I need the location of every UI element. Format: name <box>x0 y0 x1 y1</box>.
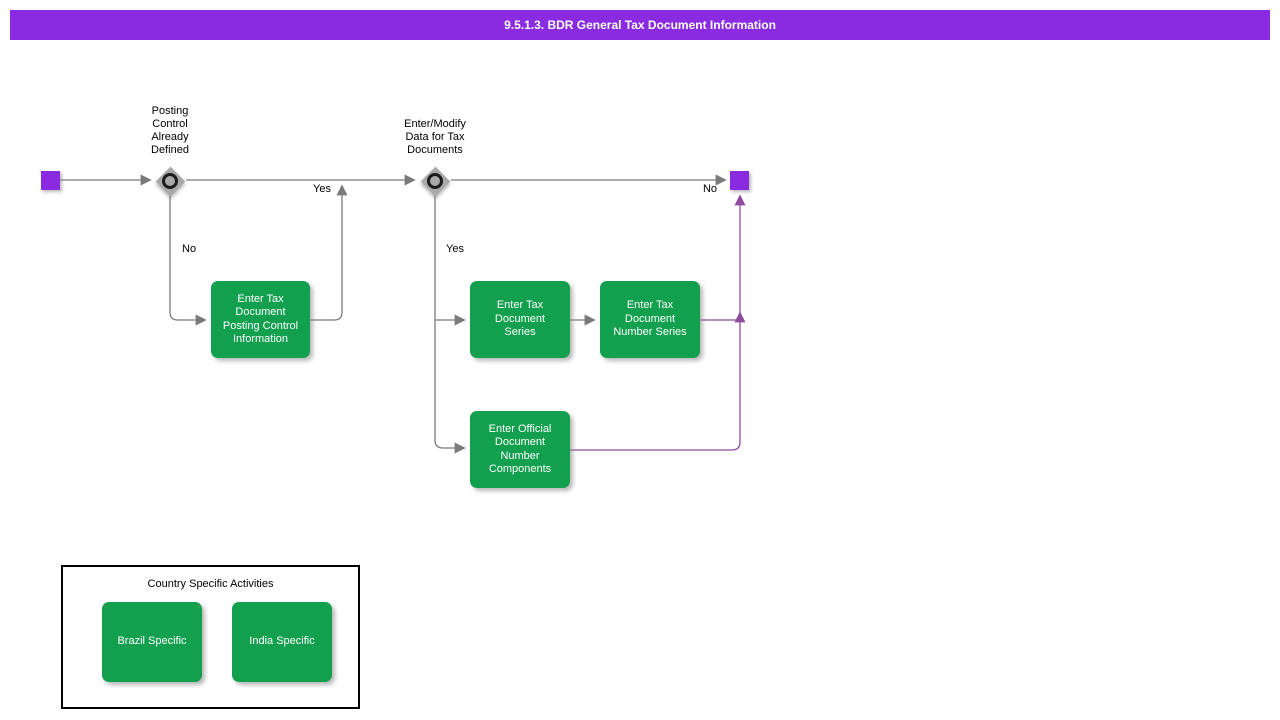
edge-decision1-no-to-posting-control <box>169 196 207 326</box>
activity-enter-tax-document-number-series: Enter Tax Document Number Series <box>600 281 700 358</box>
country-group-title: Country Specific Activities <box>147 578 274 590</box>
decision1-no-label: No <box>182 243 197 255</box>
circle-icon <box>162 173 178 189</box>
diagram-title-bar: 9.5.1.3. BDR General Tax Document Inform… <box>10 10 1270 40</box>
decision2-no-label: No <box>702 183 717 195</box>
circle-icon <box>427 173 443 189</box>
activity-enter-tax-document-series: Enter Tax Document Series <box>470 281 570 358</box>
decision1-label: Posting Control Already Defined <box>151 105 189 156</box>
country-specific-group: Country Specific Activities Brazil Speci… <box>61 565 360 709</box>
activity-india-specific: India Specific <box>232 602 332 682</box>
start-node <box>41 171 60 190</box>
decision-posting-control <box>155 166 185 196</box>
decision-enter-modify-data <box>420 166 450 196</box>
edge-number-series-merge <box>700 311 746 323</box>
edge-official-to-end <box>570 194 746 451</box>
decision2-label: Enter/Modify Data for Tax Documents <box>404 118 466 156</box>
decision1-yes-label: Yes <box>313 183 331 195</box>
decision2-yes-label: Yes <box>446 243 464 255</box>
end-node <box>730 171 749 190</box>
edge-posting-control-merge <box>310 184 348 321</box>
activity-enter-official-document-number-components: Enter Official Document Number Component… <box>470 411 570 488</box>
activity-brazil-specific: Brazil Specific <box>102 602 202 682</box>
edge-decision2-yes-to-official <box>434 196 466 454</box>
diagram-title: 9.5.1.3. BDR General Tax Document Inform… <box>504 18 776 32</box>
activity-enter-tax-posting-control: Enter Tax Document Posting Control Infor… <box>211 281 310 358</box>
